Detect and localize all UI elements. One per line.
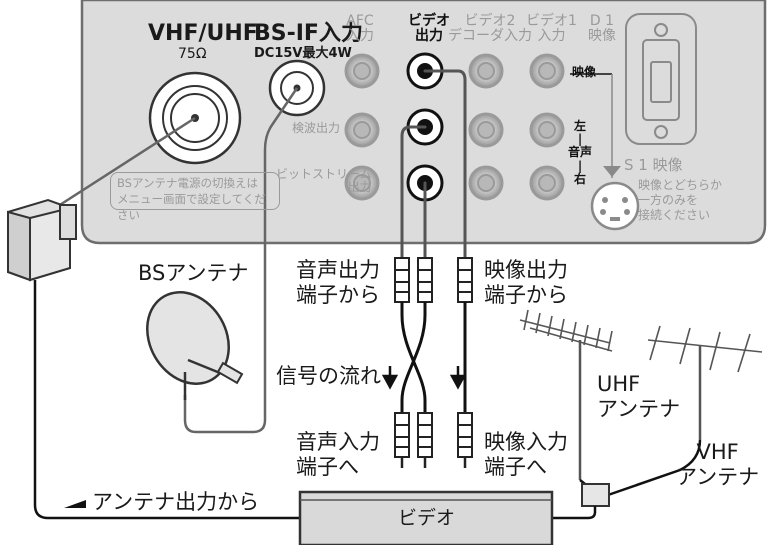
vhf-uhf-title: VHF/UHF	[148, 21, 258, 46]
d1-label: D 1 映像	[588, 13, 616, 44]
rca-cables	[400, 69, 467, 260]
s1-connector	[590, 181, 640, 231]
video1-label: ビデオ1 入力	[526, 13, 577, 44]
rca-plugs-top	[394, 257, 473, 303]
bs-antenna-cable	[183, 87, 299, 434]
uhf-antenna-label: UHF アンテナ	[597, 372, 681, 422]
antenna-out-label: アンテナ出力から	[92, 490, 260, 514]
power-adapter	[7, 198, 77, 282]
video-deck	[298, 490, 554, 545]
audio-in-label: 音声入力 端子へ	[296, 430, 380, 480]
bitstream-label: ビットストリーム 出力	[276, 167, 372, 194]
signal-flow-label: 信号の流れ	[276, 364, 381, 388]
kenpa-label: 検波出力	[292, 121, 341, 135]
bs-if-title: BS-IF入力	[254, 21, 363, 46]
d1-connector	[625, 13, 697, 145]
bs-antenna-label: BSアンテナ	[138, 261, 249, 285]
rca-jacks-grey	[344, 53, 565, 201]
audio-out-label: 音声出力 端子から	[296, 258, 380, 308]
bs-power-note: BSアンテナ電源の切換えは メニュー画面で設定してください	[110, 172, 280, 222]
vhf-antenna-label: VHF アンテナ	[676, 440, 760, 490]
s1-title: S 1 映像	[624, 156, 683, 174]
antenna-out-arrow	[64, 500, 86, 508]
eizou-label: 映像	[572, 65, 597, 79]
antenna-mixer	[581, 483, 610, 507]
video-out-terminal-label: 映像出力 端子から	[484, 258, 568, 308]
rca-plugs-bottom	[394, 412, 473, 458]
vhf-uhf-ohm: 75Ω	[178, 46, 207, 62]
afc-label: AFC 入力	[346, 13, 374, 44]
video-deck-label: ビデオ	[398, 507, 456, 529]
video2-label: ビデオ2 デコーダ入力	[448, 13, 532, 44]
signal-flow-arrows	[381, 366, 467, 390]
crossing-cables	[400, 302, 467, 413]
bs-if-sub: DC15V最大4W	[254, 46, 352, 61]
s1-note: 映像とどちらか 一方のみを 接続ください	[638, 178, 723, 222]
video-in-label: 映像入力 端子へ	[484, 430, 568, 480]
vhf-antenna	[647, 325, 763, 440]
left-audio-right-label: 左 | 音声 | 右	[568, 119, 593, 186]
bs-dish	[146, 291, 244, 400]
uhf-antenna	[519, 309, 613, 480]
antenna-out-cable	[33, 280, 300, 520]
video-out-label: ビデオ 出力	[408, 13, 450, 44]
vhf-uhf-connector	[148, 71, 242, 165]
